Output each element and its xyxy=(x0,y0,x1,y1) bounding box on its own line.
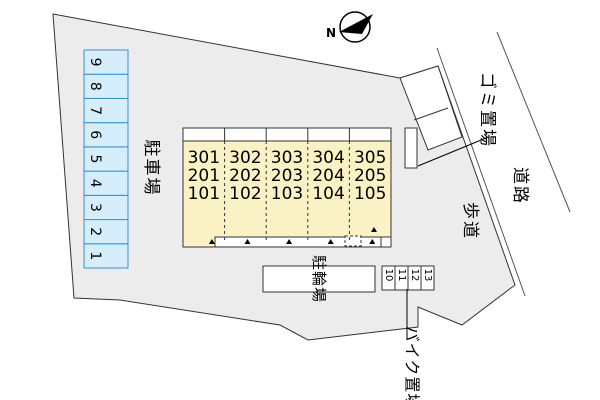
entrance-marker xyxy=(286,239,293,244)
motorbike-parking-label-group: バイク置場 xyxy=(403,326,422,400)
room-number: 205 xyxy=(354,166,386,186)
room-number: 202 xyxy=(229,166,261,186)
room-number: 301 xyxy=(188,148,220,168)
room-number: 303 xyxy=(271,148,303,168)
sidewalk-label-group: 歩道 xyxy=(460,202,480,240)
car-parking-label-group: 駐車場 xyxy=(141,140,161,197)
garbage-area-divider xyxy=(413,107,449,121)
compass-needle xyxy=(339,14,373,34)
compass-north-label: N xyxy=(326,26,336,40)
building-roof-strip xyxy=(182,127,392,142)
entrance-marker xyxy=(327,239,334,244)
parking-space xyxy=(83,243,129,269)
motorbike-space-number: 12 xyxy=(409,269,420,282)
parking-space-number: 2 xyxy=(87,227,103,236)
room-number: 102 xyxy=(229,184,261,204)
parking-space-number: 7 xyxy=(87,106,103,115)
parking-spaces: 1 2 3 4 5 6 7 8 9 xyxy=(83,49,129,269)
entrance-marker xyxy=(208,239,215,244)
entrance-step xyxy=(380,236,392,248)
corridor xyxy=(214,236,392,248)
road-edge-line xyxy=(436,47,526,297)
sidewalk-label: 歩道 xyxy=(460,202,480,240)
bicycle-parking-box xyxy=(262,265,376,293)
garbage-leader-line xyxy=(417,137,487,167)
parking-space-number: 1 xyxy=(87,251,103,260)
bicycle-parking-label-group: 駐輪場 xyxy=(310,255,328,303)
motorbike-space xyxy=(420,265,435,291)
room-number: 203 xyxy=(271,166,303,186)
room-number: 104 xyxy=(312,184,344,204)
garbage-bin xyxy=(404,127,418,169)
motorbike-space-number: 13 xyxy=(422,269,433,282)
parking-space-number: 6 xyxy=(87,130,103,139)
parking-space xyxy=(83,49,129,75)
road-edge-line xyxy=(496,31,571,213)
room-number: 103 xyxy=(271,184,303,204)
parking-space xyxy=(83,122,129,148)
parking-space-number: 3 xyxy=(87,203,103,212)
room-number: 204 xyxy=(312,166,344,186)
entrance-marker xyxy=(244,239,251,244)
parking-space-number: 9 xyxy=(87,58,103,67)
parking-space xyxy=(83,219,129,245)
stair-box xyxy=(344,235,362,247)
unit-dividers xyxy=(224,128,350,240)
motorbike-parking-label: バイク置場 xyxy=(403,326,422,400)
room-numbers: 301 302 303 304 305 201 202 203 204 205 101 102 103 1… xyxy=(188,148,387,204)
garbage-area-label: ゴミ置場 xyxy=(477,72,498,148)
road-label: 道路 xyxy=(510,167,530,205)
compass: N xyxy=(326,11,373,43)
motorbike-space-number: 10 xyxy=(383,269,394,282)
building-body xyxy=(182,140,392,248)
bicycle-parking-label: 駐輪場 xyxy=(310,255,328,303)
parking-space xyxy=(83,73,129,99)
garbage-area-box xyxy=(399,65,463,151)
parking-space-number: 4 xyxy=(87,179,103,188)
car-parking-label: 駐車場 xyxy=(141,140,161,197)
parking-space-number: 5 xyxy=(87,155,103,164)
room-number: 302 xyxy=(229,148,261,168)
road-label-group: 道路 xyxy=(510,167,530,205)
building xyxy=(182,127,392,248)
entrance-marker xyxy=(369,239,376,244)
room-number: 105 xyxy=(354,184,386,204)
entrance-marker xyxy=(371,227,377,232)
garbage-area-label-group: ゴミ置場 xyxy=(477,72,498,148)
motorbike-space-number: 11 xyxy=(396,269,407,282)
parking-space-number: 8 xyxy=(87,82,103,91)
parking-space xyxy=(83,97,129,124)
room-number: 304 xyxy=(312,148,344,168)
room-number: 305 xyxy=(354,148,386,168)
room-number: 201 xyxy=(188,166,220,186)
entrance-markers xyxy=(208,227,377,244)
room-number: 101 xyxy=(188,184,220,204)
